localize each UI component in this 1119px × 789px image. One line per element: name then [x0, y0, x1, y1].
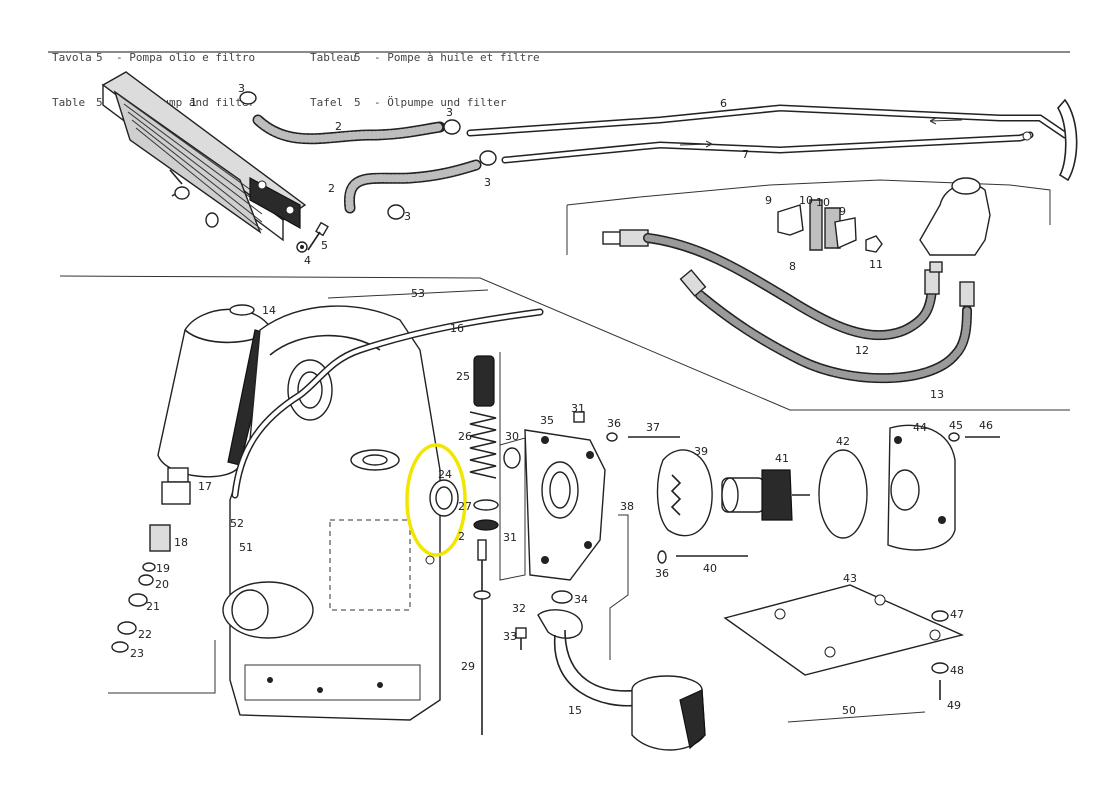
relief-valve-spring-stack: [469, 352, 501, 735]
callout-11: 11: [869, 258, 883, 271]
callout-labels: 1 2 2 3 3 3 3 4 5 6 7 8 9 9 10 10 11 12 …: [130, 82, 993, 717]
oil-seal-ring-highlighted-part: [405, 443, 467, 557]
callout-51: 51: [239, 541, 253, 554]
callout-25: 25: [456, 370, 470, 383]
header-right-row-1: Tableau5 - Pompe à huile et filtre: [310, 50, 540, 65]
pump-gears-and-shaft: [606, 424, 1000, 564]
header-lang-label: Table: [52, 96, 86, 109]
header-title: - Pompa olio e filtro: [116, 51, 256, 64]
callout-28: 2: [458, 530, 465, 543]
callout-45: 45: [949, 419, 963, 432]
callout-18: 18: [174, 536, 188, 549]
callout-5: 5: [321, 239, 328, 252]
oil-sump-cover: [723, 584, 965, 723]
callout-36: 36: [607, 417, 621, 430]
callout-31: 31: [503, 531, 517, 544]
callout-41: 41: [775, 452, 789, 465]
oil-cooler-radiator: [101, 71, 307, 242]
callout-49: 49: [947, 699, 961, 712]
braided-hoses-assembly: [566, 177, 1051, 384]
callout-22: 22: [138, 628, 152, 641]
callout-8: 8: [789, 260, 796, 273]
callout-9: 9: [839, 205, 846, 218]
callout-36: 36: [655, 567, 669, 580]
callout-15: 15: [568, 704, 582, 717]
callout-24: 24: [438, 468, 452, 481]
callout-21: 21: [146, 600, 160, 613]
header-table-number: 5: [96, 96, 103, 109]
callout-4: 4: [304, 254, 311, 267]
callout-16: 16: [450, 322, 464, 335]
oil-pump-body: [499, 411, 606, 581]
callout-35: 35: [540, 414, 554, 427]
callout-42: 42: [836, 435, 850, 448]
callout-32: 32: [512, 602, 526, 615]
oil-pipe-53-and-16: [231, 289, 544, 499]
callout-3: 3: [238, 82, 245, 95]
callout-50: 50: [842, 704, 856, 717]
callout-10: 10: [799, 194, 813, 207]
header-lang-label: Tavola: [52, 51, 92, 64]
callout-17: 17: [198, 480, 212, 493]
highlight-circle: [405, 443, 467, 557]
callout-29: 29: [461, 660, 475, 673]
callout-46: 46: [979, 419, 993, 432]
callout-30: 30: [505, 430, 519, 443]
callout-26: 26: [458, 430, 472, 443]
callout-38: 38: [620, 500, 634, 513]
brackets-and-clips: [777, 199, 883, 253]
callout-23: 23: [130, 647, 144, 660]
header-lang-label: Tafel: [310, 96, 344, 109]
rubber-hoses: [252, 114, 482, 214]
callout-20: 20: [155, 578, 169, 591]
hose-clamps: [239, 91, 497, 220]
callout-43: 43: [843, 572, 857, 585]
callout-33: 33: [503, 630, 517, 643]
callout-7: 7: [742, 148, 749, 161]
callout-3: 3: [404, 210, 411, 223]
callout-10: 10: [816, 196, 830, 209]
header-title: - Pompe à huile et filtre: [374, 51, 540, 64]
callout-6: 6: [720, 97, 727, 110]
header-table-number: 5: [96, 51, 103, 64]
callout-2: 2: [328, 182, 335, 195]
header-table-number: 5: [354, 51, 361, 64]
callout-39: 39: [694, 445, 708, 458]
callout-48: 48: [950, 664, 964, 677]
header-left-row-1: Tavola 5 - Pompa olio e filtro: [52, 50, 255, 65]
header-title: - Ölpumpe und filter: [374, 96, 507, 109]
small-parts-left-stack: [108, 467, 216, 694]
header-right-row-2: Tafel 5 - Ölpumpe und filter: [310, 95, 540, 110]
callout-13: 13: [930, 388, 944, 401]
callout-27: 27: [458, 500, 472, 513]
oil-pipes: [466, 98, 1078, 182]
callout-44: 44: [913, 421, 927, 434]
callout-3: 3: [484, 176, 491, 189]
section-divider: [59, 275, 1070, 411]
callout-53: 53: [411, 287, 425, 300]
callout-9: 9: [765, 194, 772, 207]
callout-37: 37: [646, 421, 660, 434]
header-table-number: 5: [354, 96, 361, 109]
callout-52: 52: [230, 517, 244, 530]
callout-3: 3: [446, 106, 453, 119]
pickup-tube-and-strainer: [515, 514, 706, 751]
callout-2: 2: [335, 120, 342, 133]
callout-14: 14: [262, 304, 276, 317]
callout-31: 31: [571, 402, 585, 415]
header-lang-label: Tableau: [310, 51, 357, 64]
screw-and-nut: [296, 221, 329, 253]
callout-34: 34: [574, 593, 588, 606]
callout-19: 19: [156, 562, 170, 575]
callout-40: 40: [703, 562, 717, 575]
callout-12: 12: [855, 344, 869, 357]
callout-1: 1: [190, 96, 197, 109]
callout-47: 47: [950, 608, 964, 621]
